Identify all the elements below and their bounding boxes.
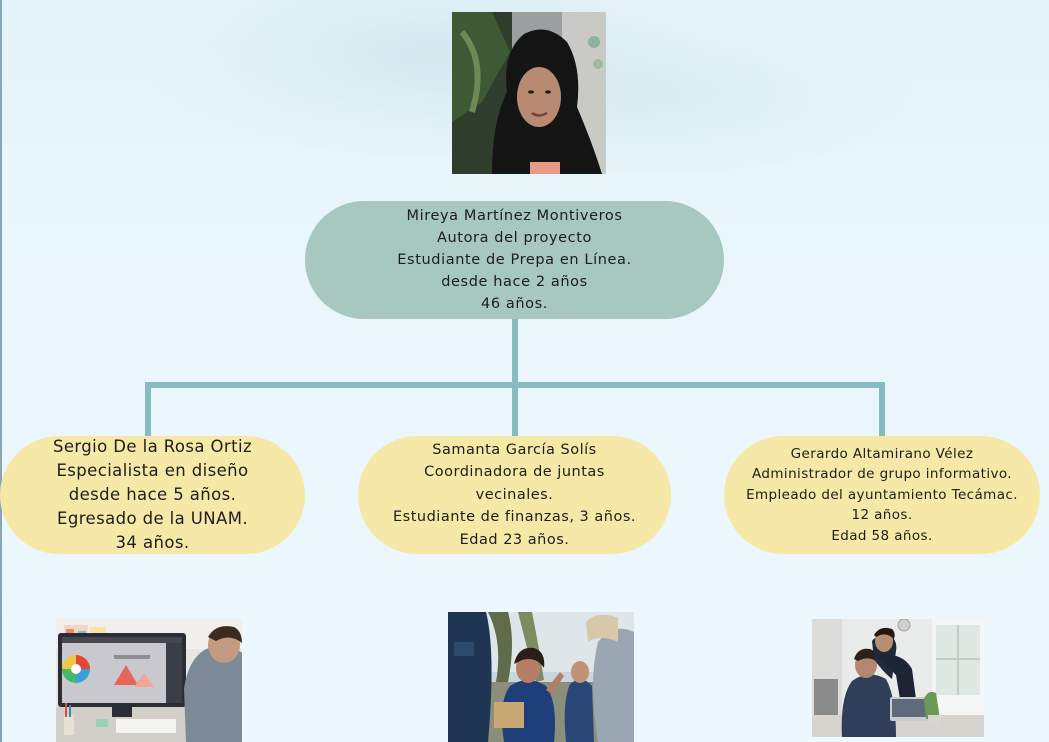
- child-node-2: Samanta García Solís Coordinadora de jun…: [358, 436, 671, 554]
- child-2-study: Estudiante de finanzas, 3 años.: [393, 509, 636, 526]
- child-2-role: Coordinadora de juntas: [424, 464, 605, 481]
- root-name: Mireya Martínez Montiveros: [406, 208, 623, 224]
- child-1-name: Sergio De la Rosa Ortiz: [52, 437, 252, 456]
- root-age: 46 años.: [481, 296, 548, 312]
- designer-photo: [56, 619, 242, 742]
- child-3-years: 12 años.: [851, 507, 913, 524]
- child-1-age: 34 años.: [115, 533, 190, 552]
- child-node-1: Sergio De la Rosa Ortiz Especialista en …: [0, 436, 305, 554]
- office-photo: [812, 619, 984, 737]
- root-role: Autora del proyecto: [436, 230, 593, 246]
- left-edge-line: [0, 0, 2, 742]
- child-3-age: Edad 58 años.: [831, 527, 933, 544]
- root-study: Estudiante de Prepa en Línea.: [397, 252, 632, 268]
- child-1-role: Especialista en diseño: [56, 461, 249, 480]
- child-2-age: Edad 23 años.: [459, 531, 570, 548]
- root-portrait-photo: [452, 12, 606, 174]
- child-1-since: desde hace 5 años.: [68, 485, 237, 504]
- child-1-school: Egresado de la UNAM.: [57, 509, 248, 528]
- child-3-employer: Empleado del ayuntamiento Tecámac.: [746, 486, 1018, 503]
- child-2-role-cont: vecinales.: [475, 486, 554, 503]
- volunteers-photo: [448, 612, 634, 742]
- root-since: desde hace 2 años: [441, 274, 588, 290]
- root-node: Mireya Martínez Montiveros Autora del pr…: [305, 201, 724, 319]
- child-3-role: Administrador de grupo informativo.: [752, 466, 1012, 483]
- child-2-name: Samanta García Solís: [432, 441, 597, 458]
- child-3-name: Gerardo Altamirano Vélez: [790, 445, 974, 462]
- child-node-3: Gerardo Altamirano Vélez Administrador d…: [724, 436, 1040, 554]
